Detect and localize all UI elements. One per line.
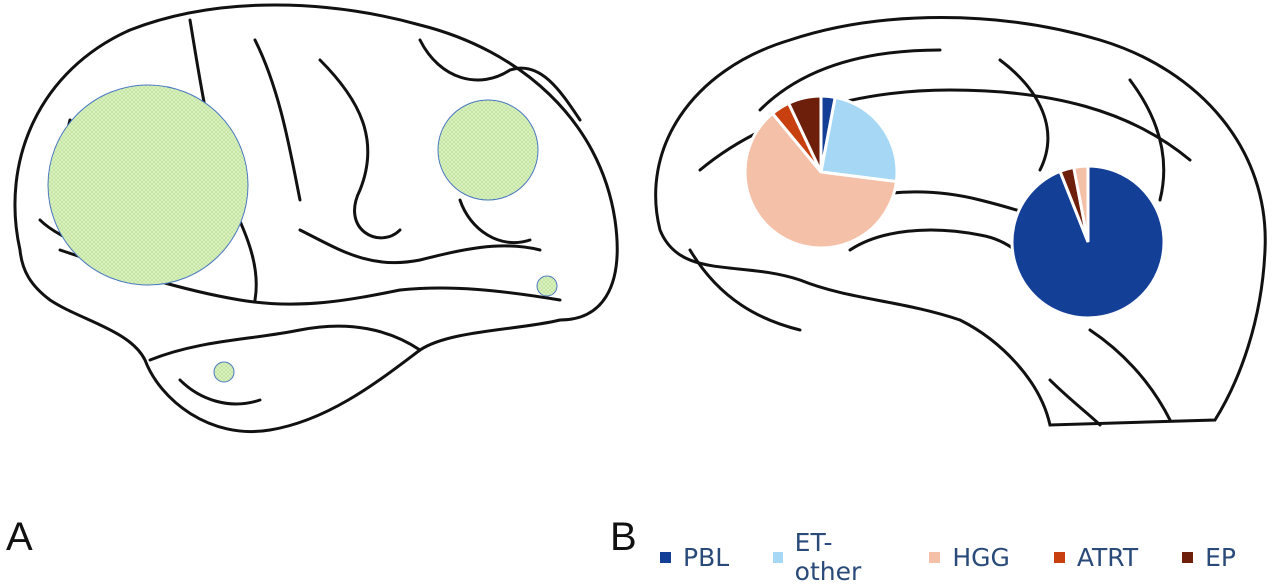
pie-slice-hgg [1072,164,1090,243]
legend-label: PBL [683,542,730,572]
panel-label-a: A [6,515,33,559]
legend-swatch [660,551,671,563]
incidence-circles [47,84,558,383]
pie-slice-et-other [819,95,899,184]
legend-item-pbl: PBL [660,528,729,586]
pie-slice-ep [786,94,823,173]
legend: PBL ET-other HGG ATRT EP [660,528,1280,586]
legend-label: EP [1205,542,1236,572]
legend-item-atrt: ATRT [1053,528,1139,586]
legend-swatch [929,551,941,563]
legend-swatch [1053,551,1065,563]
pie-slice-hgg [743,111,899,250]
legend-item-ep: EP [1182,528,1236,586]
figure-canvas [13,3,1267,433]
tumor-type-pie-charts [743,94,1166,320]
panel-label-b: B [610,515,637,559]
legend-label: ET-other [794,528,862,586]
frontal-circle [47,84,249,286]
legend-swatch [773,551,783,563]
legend-label: HGG [952,542,1010,572]
legend-item-et-other: ET-other [773,528,885,586]
midsagittal-brain-drawing [654,16,1267,427]
legend-swatch [1182,551,1194,563]
occipital-circle [536,275,558,297]
legend-item-hgg: HGG [929,528,1010,586]
legend-label: ATRT [1076,542,1139,572]
parietal-circle [437,99,539,201]
temporal-circle [213,361,235,383]
